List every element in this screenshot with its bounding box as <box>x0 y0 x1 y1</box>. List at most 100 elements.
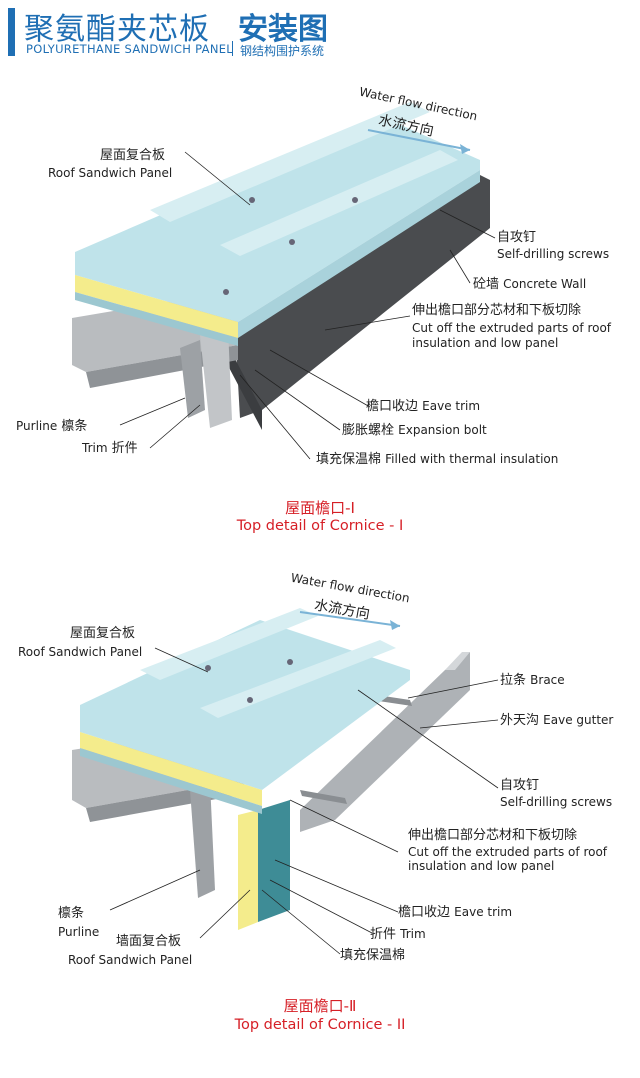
label-roof-panel-en-text: Roof Sandwich Panel <box>48 166 173 180</box>
screw-2 <box>289 239 295 245</box>
screw-2-3 <box>287 659 293 665</box>
subtitle-cn: 钢结构围护系统 <box>240 44 325 58</box>
label-screws-cn: 自攻钉 <box>497 230 537 245</box>
label2-roof-panel-en-text: Roof Sandwich Panel <box>18 645 143 659</box>
label2-cutoff-en-2: insulation and low panel <box>408 858 554 875</box>
label-insulation-cn: 填充保温棉 <box>316 452 382 467</box>
eave-edge <box>238 170 480 338</box>
label-purline-en: Purline <box>16 419 58 433</box>
label-cutoff-en-1: Cut off the extruded parts of roof <box>412 320 611 337</box>
label2-brace-en: Brace <box>530 673 565 687</box>
label2-brace-cn: 拉条 <box>500 673 527 688</box>
label2-screws-en: Self-drilling screws <box>500 794 612 811</box>
label-cutoff-cn: 伸出檐口部分芯材和下板切除 <box>412 303 582 318</box>
label2-purline-en-text: Purline <box>58 925 100 939</box>
label2-trim: 折件 Trim <box>370 926 426 943</box>
screw-2-2 <box>247 697 253 703</box>
label2-purline-en: Purline <box>58 924 99 941</box>
roof-panel-top <box>75 118 480 322</box>
label-roof-panel-cn: 屋面复合板 <box>100 148 166 163</box>
label-screws-en: Self-drilling screws <box>497 246 609 263</box>
label-roof-panel-en: Roof Sandwich Panel <box>48 165 172 182</box>
label2-screws-en-text: Self-drilling screws <box>500 795 613 809</box>
screw-2-1 <box>205 665 211 671</box>
label-trim: Trim 折件 <box>82 440 138 457</box>
label2-eave-trim: 檐口收边 Eave trim <box>398 904 512 921</box>
insulation-layer <box>75 275 238 338</box>
label-insulation: 填充保温棉 Filled with thermal insulation <box>316 451 558 468</box>
subtitle-en: POLYURETHANE SANDWICH PANEL <box>26 42 234 56</box>
roof-rib-2 <box>220 150 458 256</box>
water-flow-arrowhead-2 <box>390 620 400 630</box>
label-wall-en: Concrete Wall <box>503 277 587 291</box>
label-cutoff-en-2-text: insulation and low panel <box>412 336 559 350</box>
caption-2-en: Top detail of Cornice - II <box>234 1017 406 1033</box>
label2-gutter-cn: 外天沟 <box>500 713 540 728</box>
concrete-wall <box>235 175 490 418</box>
label-wall: 砼墙 Concrete Wall <box>473 276 586 293</box>
label-insulation-en: Filled with thermal insulation <box>385 452 559 466</box>
label2-wall-panel-cn: 墙面复合板 <box>116 934 182 949</box>
label-eave-trim-cn: 檐口收边 <box>366 399 419 414</box>
label2-cutoff-en-1: Cut off the extruded parts of roof <box>408 844 607 861</box>
page-title: 聚氨酯夹芯板 <box>24 12 210 47</box>
eave-gutter <box>300 652 470 832</box>
roof-panel-bottom-2 <box>80 748 262 814</box>
label2-gutter: 外天沟 Eave gutter <box>500 712 613 729</box>
diagram-cornice-2: Water flow direction 水流方向 屋面复合板 Roof San… <box>0 560 640 1078</box>
label-bolt: 膨胀螺栓 Expansion bolt <box>342 422 487 439</box>
label2-cutoff-en-2-text: insulation and low panel <box>408 859 555 873</box>
label-bolt-cn: 膨胀螺栓 <box>342 423 395 438</box>
label2-trim-cn: 折件 <box>370 927 397 942</box>
concrete-wall-face <box>225 340 262 430</box>
water-flow-arrowhead <box>460 144 470 154</box>
eave-gutter-lip <box>445 652 470 670</box>
water-flow-arrow-2 <box>299 611 401 627</box>
roof-panel-bottom <box>75 292 238 346</box>
screw-4 <box>223 289 229 295</box>
label-cutoff-en-2: insulation and low panel <box>412 335 558 352</box>
leader-lines-1 <box>119 151 496 460</box>
label-screws-en-text: Self-drilling screws <box>497 247 610 261</box>
label-eave-trim: 檐口收边 Eave trim <box>366 398 480 415</box>
wall-panel-yellow <box>238 810 258 930</box>
label2-cutoff-cn: 伸出檐口部分芯材和下板切除 <box>408 828 578 843</box>
label-wall-cn: 砼墙 <box>473 277 500 292</box>
label2-eave-trim-cn: 檐口收边 <box>398 905 451 920</box>
leader-lines-2 <box>109 647 499 955</box>
label-trim-en: Trim <box>82 441 108 455</box>
purline-web <box>190 782 215 898</box>
screw-1 <box>249 197 255 203</box>
screw-3 <box>352 197 358 203</box>
diagram-cornice-1: 屋面复合板 Roof Sandwich Panel Water flow dir… <box>16 85 611 534</box>
label-eave-trim-en: Eave trim <box>422 399 481 413</box>
label2-eave-trim-en: Eave trim <box>454 905 513 919</box>
header-divider <box>232 41 233 56</box>
brace-2 <box>300 790 347 804</box>
label2-insulation-cn: 填充保温棉 <box>340 948 406 963</box>
label2-cutoff-en-1-text: Cut off the extruded parts of roof <box>408 845 608 859</box>
label2-brace: 拉条 Brace <box>500 672 565 689</box>
label2-roof-panel-cn: 屋面复合板 <box>70 626 136 641</box>
roof-rib-2-1 <box>140 608 318 680</box>
label-purline-cn: 檩条 <box>61 419 88 434</box>
trim-steel-2 <box>200 328 232 428</box>
diagram-2-illustration <box>72 608 499 955</box>
caption-1-en: Top detail of Cornice - I <box>236 518 404 534</box>
label-purline: Purline 檩条 <box>16 418 87 435</box>
label-cutoff-en-1-text: Cut off the extruded parts of roof <box>412 321 612 335</box>
label2-screws-cn: 自攻钉 <box>500 778 540 793</box>
wall-panel-blue <box>258 800 290 922</box>
accent-bar <box>8 8 15 56</box>
water-flow-arrow <box>367 129 471 151</box>
page-header: 聚氨酯夹芯板 安装图 POLYURETHANE SANDWICH PANEL 钢… <box>0 0 640 62</box>
label-trim-cn: 折件 <box>111 441 138 456</box>
label2-trim-en: Trim <box>400 927 426 941</box>
label2-gutter-en: Eave gutter <box>543 713 614 727</box>
insulation-layer-2 <box>80 732 262 806</box>
label2-roof-panel-en: Roof Sandwich Panel <box>18 644 142 661</box>
label-bolt-en: Expansion bolt <box>398 423 487 437</box>
caption-2-cn: 屋面檐口-Ⅱ <box>283 997 357 1015</box>
caption-1-cn: 屋面檐口-Ⅰ <box>285 499 355 517</box>
label2-purline-cn: 檩条 <box>58 906 85 921</box>
